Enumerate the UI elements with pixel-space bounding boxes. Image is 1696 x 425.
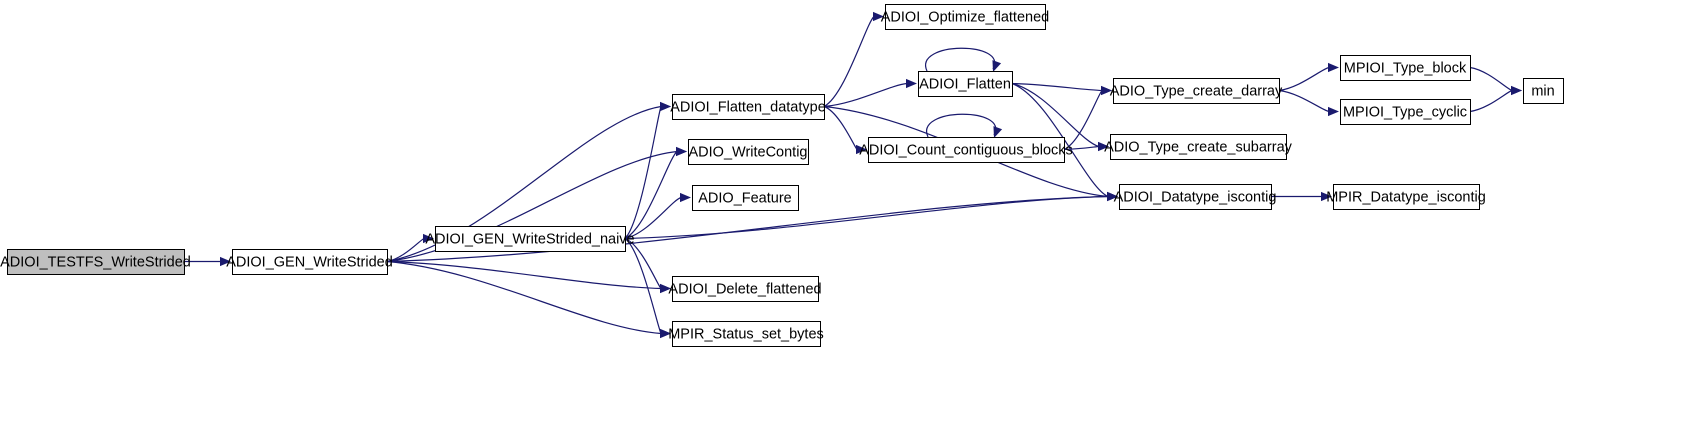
edge-adioi-testfs-writestrided-to-adioi-gen-writestrided bbox=[184, 256, 231, 267]
node-box[interactable] bbox=[692, 185, 799, 211]
node-adio-type-create-darray[interactable]: ADIO_Type_create_darray bbox=[1110, 78, 1283, 104]
node-label: ADIO_WriteContig bbox=[689, 144, 808, 160]
node-label: ADIOI_Flatten bbox=[919, 76, 1011, 92]
edge-adioi-gen-writestrided-to-adioi-delete-flattened bbox=[386, 260, 671, 294]
node-box[interactable] bbox=[1119, 184, 1272, 210]
edge-adio-type-create-darray-to-mpioi-type-block bbox=[1278, 62, 1339, 92]
node-adioi-count-contiguous-blocks[interactable]: ADIOI_Count_contiguous_blocks bbox=[859, 137, 1073, 163]
edge-adioi-flatten-datatype-to-adioi-count-contiguous-blocks bbox=[823, 105, 867, 155]
node-box[interactable] bbox=[1340, 99, 1471, 125]
node-label: ADIO_Type_create_darray bbox=[1110, 83, 1283, 99]
node-mpir-status-set-bytes[interactable]: MPIR_Status_set_bytes bbox=[668, 321, 824, 347]
node-label: MPIOI_Type_cyclic bbox=[1343, 104, 1467, 120]
node-box[interactable] bbox=[1523, 78, 1564, 104]
node-label: ADIOI_Flatten_datatype bbox=[670, 99, 826, 115]
node-adioi-flatten[interactable]: ADIOI_Flatten bbox=[918, 71, 1013, 97]
node-label: ADIO_Feature bbox=[698, 190, 792, 206]
edge-adioi-gen-writestrided-naive-to-adioi-delete-flattened bbox=[624, 237, 671, 294]
node-adioi-datatype-iscontig[interactable]: ADIOI_Datatype_iscontig bbox=[1114, 184, 1277, 210]
node-box[interactable] bbox=[688, 139, 809, 165]
edge-adioi-flatten-datatype-to-adioi-optimize-flattened bbox=[823, 11, 884, 108]
node-mpioi-type-block[interactable]: MPIOI_Type_block bbox=[1340, 55, 1471, 81]
edge-adioi-count-contiguous-blocks-to-adio-type-create-darray bbox=[1063, 85, 1112, 151]
node-adio-writecontig[interactable]: ADIO_WriteContig bbox=[688, 139, 809, 165]
node-adio-feature[interactable]: ADIO_Feature bbox=[692, 185, 799, 211]
node-layer: ADIOI_TESTFS_WriteStrided ADIOI_GEN_Write… bbox=[0, 4, 1564, 347]
node-label: MPIOI_Type_block bbox=[1344, 60, 1467, 76]
node-box[interactable] bbox=[1110, 134, 1287, 160]
edge-adioi-flatten-datatype-to-adioi-flatten bbox=[823, 78, 917, 108]
node-label: MPIR_Datatype_iscontig bbox=[1326, 189, 1486, 205]
node-box[interactable] bbox=[1333, 184, 1480, 210]
node-box[interactable] bbox=[672, 276, 819, 302]
node-adioi-flatten-datatype[interactable]: ADIOI_Flatten_datatype bbox=[670, 94, 826, 120]
node-label: ADIOI_Delete_flattened bbox=[668, 281, 821, 297]
edge-adioi-gen-writestrided-to-mpir-status-set-bytes bbox=[386, 260, 671, 339]
node-box[interactable] bbox=[7, 249, 185, 275]
node-mpioi-type-cyclic[interactable]: MPIOI_Type_cyclic bbox=[1340, 99, 1471, 125]
node-box[interactable] bbox=[1340, 55, 1471, 81]
edge-layer bbox=[184, 11, 1522, 339]
edge-mpioi-type-cyclic-to-min bbox=[1469, 85, 1522, 113]
node-box[interactable] bbox=[435, 226, 626, 252]
node-box[interactable] bbox=[1113, 78, 1280, 104]
node-box[interactable] bbox=[885, 4, 1046, 30]
node-label: MPIR_Status_set_bytes bbox=[668, 326, 824, 342]
edge-adioi-gen-writestrided-naive-to-adio-writecontig bbox=[624, 146, 687, 240]
node-box[interactable] bbox=[918, 71, 1013, 97]
edge-adioi-gen-writestrided-naive-to-adioi-flatten-datatype bbox=[624, 101, 671, 239]
edge-adioi-gen-writestrided-naive-to-adio-feature bbox=[624, 192, 691, 240]
node-label: ADIOI_GEN_WriteStrided bbox=[226, 254, 393, 270]
node-label: ADIOI_Datatype_iscontig bbox=[1114, 189, 1277, 205]
node-label: ADIOI_TESTFS_WriteStrided bbox=[0, 254, 191, 270]
node-label: ADIO_Type_create_subarray bbox=[1104, 139, 1293, 155]
node-adioi-gen-writestrided[interactable]: ADIOI_GEN_WriteStrided bbox=[226, 249, 393, 275]
node-box[interactable] bbox=[672, 94, 825, 120]
node-label: ADIOI_Optimize_flattened bbox=[881, 9, 1049, 25]
node-adioi-optimize-flattened[interactable]: ADIOI_Optimize_flattened bbox=[881, 4, 1049, 30]
node-adio-type-create-subarray[interactable]: ADIO_Type_create_subarray bbox=[1104, 134, 1293, 160]
edge-adioi-flatten-to-adioi-datatype-iscontig bbox=[1011, 82, 1118, 202]
node-label: ADIOI_Count_contiguous_blocks bbox=[859, 142, 1073, 158]
edge-adioi-count-contiguous-blocks-to-adioi-count-contiguous-blocks bbox=[926, 113, 1003, 138]
edge-adioi-count-contiguous-blocks-to-adio-type-create-subarray bbox=[1063, 141, 1109, 152]
node-adioi-gen-writestrided-naive[interactable]: ADIOI_GEN_WriteStrided_naive bbox=[425, 226, 635, 252]
node-mpir-datatype-iscontig[interactable]: MPIR_Datatype_iscontig bbox=[1326, 184, 1486, 210]
node-adioi-delete-flattened[interactable]: ADIOI_Delete_flattened bbox=[668, 276, 822, 302]
node-box[interactable] bbox=[868, 137, 1065, 163]
node-box[interactable] bbox=[232, 249, 388, 275]
edge-adioi-flatten-to-adioi-flatten bbox=[925, 47, 1002, 72]
edge-adioi-datatype-iscontig-to-mpir-datatype-iscontig bbox=[1271, 191, 1332, 202]
node-label: min bbox=[1531, 83, 1554, 99]
node-adioi-testfs-writestrided[interactable]: ADIOI_TESTFS_WriteStrided bbox=[0, 249, 191, 275]
edge-adio-type-create-darray-to-mpioi-type-cyclic bbox=[1278, 89, 1339, 117]
node-label: ADIOI_GEN_WriteStrided_naive bbox=[425, 231, 634, 247]
node-box[interactable] bbox=[672, 321, 821, 347]
edge-adioi-gen-writestrided-naive-to-mpir-status-set-bytes bbox=[624, 238, 671, 339]
node-min[interactable]: min bbox=[1523, 78, 1564, 104]
